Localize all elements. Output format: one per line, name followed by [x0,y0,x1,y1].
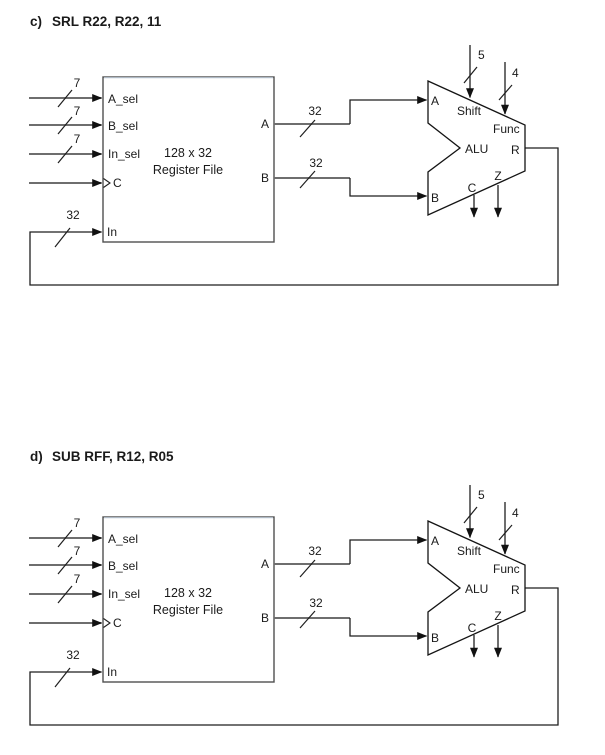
item-d-instruction: SUB RFF, R12, R05 [52,449,174,464]
item-c-instruction: SRL R22, R22, 11 [52,14,162,29]
diagram-d-instance [29,485,558,725]
item-c-label: c) [30,14,42,29]
item-d-label: d) [30,449,43,464]
diagram-c-instance [29,45,558,285]
